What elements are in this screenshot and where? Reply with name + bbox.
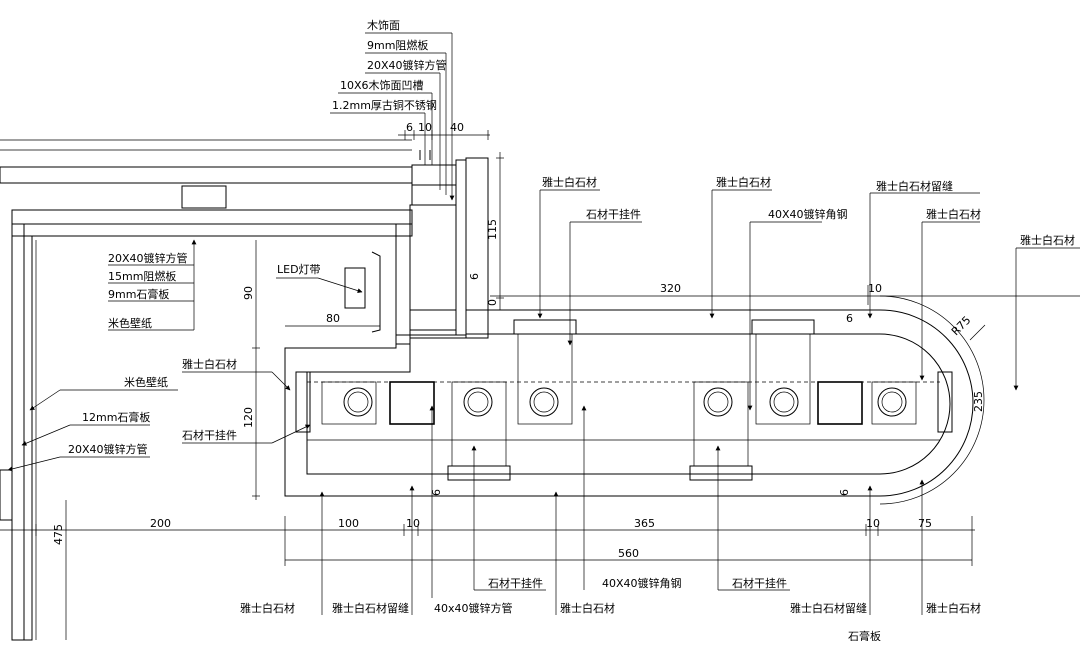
- dim-6-b: 6: [846, 312, 853, 325]
- label-beige-wallpaper: 米色壁纸: [124, 375, 168, 389]
- angle-fixtures: [343, 387, 907, 417]
- label-bottom-stone-3: 雅士白石材: [926, 601, 981, 615]
- dim-10-c: 10: [866, 517, 880, 530]
- label-bottom-tube: 40x40镀锌方管: [434, 601, 513, 615]
- dim-365: 365: [634, 517, 655, 530]
- label-wall-tube: 20X40镀锌方管: [68, 442, 148, 456]
- dim-10-a: 10: [868, 282, 882, 295]
- label-top-hanger: 石材干挂件: [586, 207, 641, 221]
- label-bottom-stone-1: 雅士白石材: [240, 601, 295, 615]
- dim-475: 475: [52, 524, 65, 545]
- label-top-stone-d: 雅士白石材: [1020, 233, 1075, 247]
- callout-left-tube: 20X40镀锌方管: [108, 251, 188, 265]
- leader-lines: [7, 32, 1080, 615]
- dim-100: 100: [338, 517, 359, 530]
- dim-80: 80: [326, 312, 340, 325]
- label-led-strip: LED灯带: [277, 263, 321, 276]
- dim-10-b: 10: [406, 517, 420, 530]
- dim-6-c: 6: [430, 489, 443, 496]
- callout-wood-veneer: 木饰面: [367, 18, 400, 32]
- dim-6-top: 6: [406, 121, 413, 134]
- dim-6-vertical: 6: [468, 273, 481, 280]
- callout-steel: 1.2mm厚古铜不锈钢: [332, 98, 437, 112]
- label-12mm-gypsum: 12mm石膏板: [82, 410, 150, 424]
- dim-560: 560: [618, 547, 639, 560]
- dim-40-top: 40: [450, 121, 464, 134]
- dim-320: 320: [660, 282, 681, 295]
- dim-200: 200: [150, 517, 171, 530]
- dim-90: 90: [242, 286, 255, 300]
- label-bottom-seam-1: 雅士白石材留缝: [332, 601, 409, 615]
- dimension-lines: [0, 130, 986, 640]
- callout-left-wallpaper: 米色壁纸: [108, 316, 152, 330]
- dim-10-top: 10: [418, 121, 432, 134]
- callout-9mm-board: 9mm阻燃板: [367, 38, 428, 52]
- label-counter-stone: 雅士白石材: [182, 357, 237, 371]
- label-top-stone-a: 雅士白石材: [542, 175, 597, 189]
- callout-left-15mm: 15mm阻燃板: [108, 269, 176, 283]
- dim-0: 0: [486, 299, 499, 306]
- label-top-stone-b: 雅士白石材: [716, 175, 771, 189]
- label-top-angle: 40X40镀锌角钢: [768, 207, 848, 221]
- dim-120: 120: [242, 407, 255, 428]
- callout-groove: 10X6木饰面凹槽: [340, 78, 424, 92]
- dim-75: 75: [918, 517, 932, 530]
- label-cutoff-gypsum: 石膏板: [848, 629, 881, 641]
- dim-235: 235: [972, 391, 985, 412]
- label-top-stone-c: 雅士白石材: [926, 207, 981, 221]
- label-bottom-hanger-1: 石材干挂件: [488, 576, 543, 590]
- label-top-seam: 雅士白石材留缝: [876, 179, 953, 193]
- label-bottom-hanger-2: 石材干挂件: [732, 576, 787, 590]
- dim-6-d: 6: [838, 489, 851, 496]
- dim-r75: R75: [949, 314, 973, 338]
- callout-tube: 20X40镀锌方管: [367, 58, 447, 72]
- wall-assembly: [0, 139, 413, 641]
- counter-body: [284, 295, 1080, 505]
- led-niche: [285, 251, 381, 333]
- label-counter-hanger: 石材干挂件: [182, 428, 237, 442]
- label-bottom-stone-2: 雅士白石材: [560, 601, 615, 615]
- callout-left-gypsum: 9mm石膏板: [108, 287, 169, 301]
- label-bottom-angle: 40X40镀锌角钢: [602, 576, 682, 590]
- label-bottom-seam-2: 雅士白石材留缝: [790, 601, 867, 615]
- dim-115: 115: [486, 219, 499, 240]
